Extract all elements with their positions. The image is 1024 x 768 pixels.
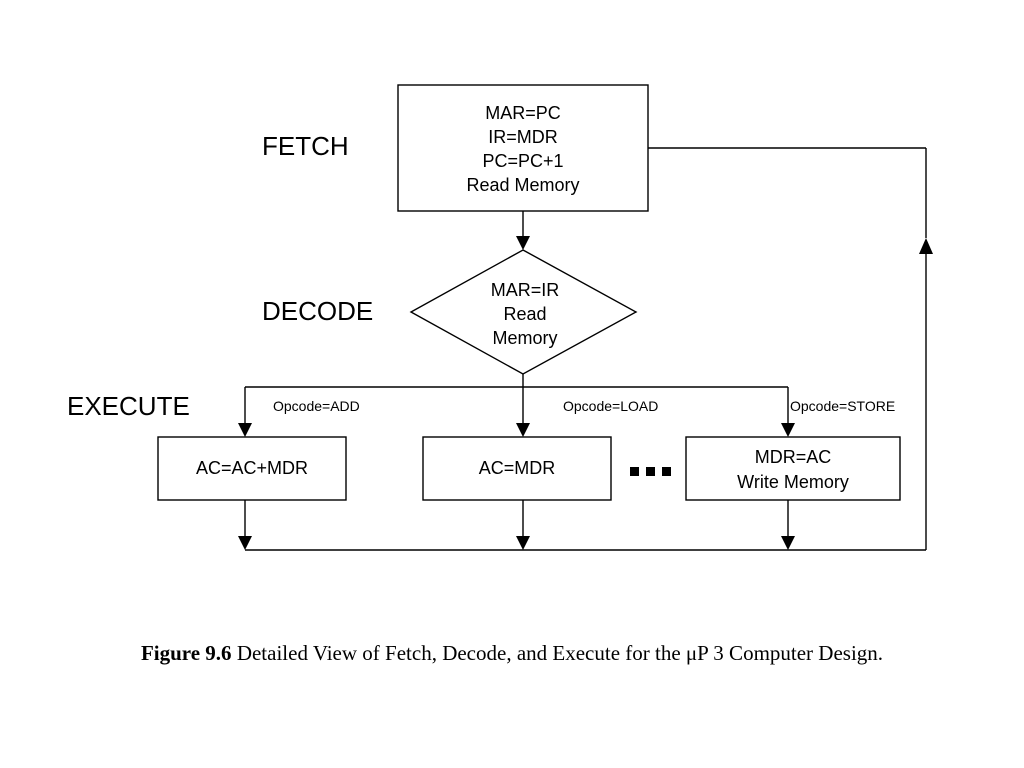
fetch-stage-label: FETCH <box>262 131 349 161</box>
return-arrowhead <box>919 238 933 254</box>
figure-caption-text: Detailed View of Fetch, Decode, and Exec… <box>231 641 884 665</box>
fetch-line-3: PC=PC+1 <box>482 151 563 171</box>
add-execute-box <box>157 436 347 501</box>
load-execute-box <box>422 436 612 501</box>
add-condition-label: Opcode=ADD <box>273 398 360 414</box>
add-branch-arrowhead <box>238 423 252 437</box>
decode-line-2: Read <box>503 304 546 324</box>
store-exit-arrowhead <box>781 536 795 550</box>
fetch-line-1: MAR=PC <box>485 103 561 123</box>
store-execute-box <box>685 436 901 501</box>
execute-stage-label: EXECUTE <box>67 391 190 421</box>
store-condition-label: Opcode=STORE <box>790 398 895 414</box>
load-exit-arrowhead <box>516 536 530 550</box>
fetch-line-4: Read Memory <box>466 175 579 195</box>
add-exit-arrowhead <box>238 536 252 550</box>
decode-line-1: MAR=IR <box>491 280 560 300</box>
figure-caption-label: Figure 9.6 <box>140 641 232 665</box>
fetch-line-2: IR=MDR <box>488 127 558 147</box>
add-execute-line-1: AC=AC+MDR <box>196 458 308 478</box>
load-branch-arrowhead <box>516 423 530 437</box>
ellipsis-icon <box>630 467 671 476</box>
decode-line-3: Memory <box>492 328 557 348</box>
figure-caption: Figure 9.6 Detailed View of Fetch, Decod… <box>0 641 1024 666</box>
load-condition-label: Opcode=LOAD <box>563 398 658 414</box>
decode-stage-label: DECODE <box>262 296 373 326</box>
load-execute-line-1: AC=MDR <box>479 458 556 478</box>
store-execute-line-2: Write Memory <box>737 472 849 492</box>
store-branch-arrowhead <box>781 423 795 437</box>
fetch-to-decode-arrowhead <box>516 236 530 250</box>
store-execute-line-1: MDR=AC <box>755 447 832 467</box>
